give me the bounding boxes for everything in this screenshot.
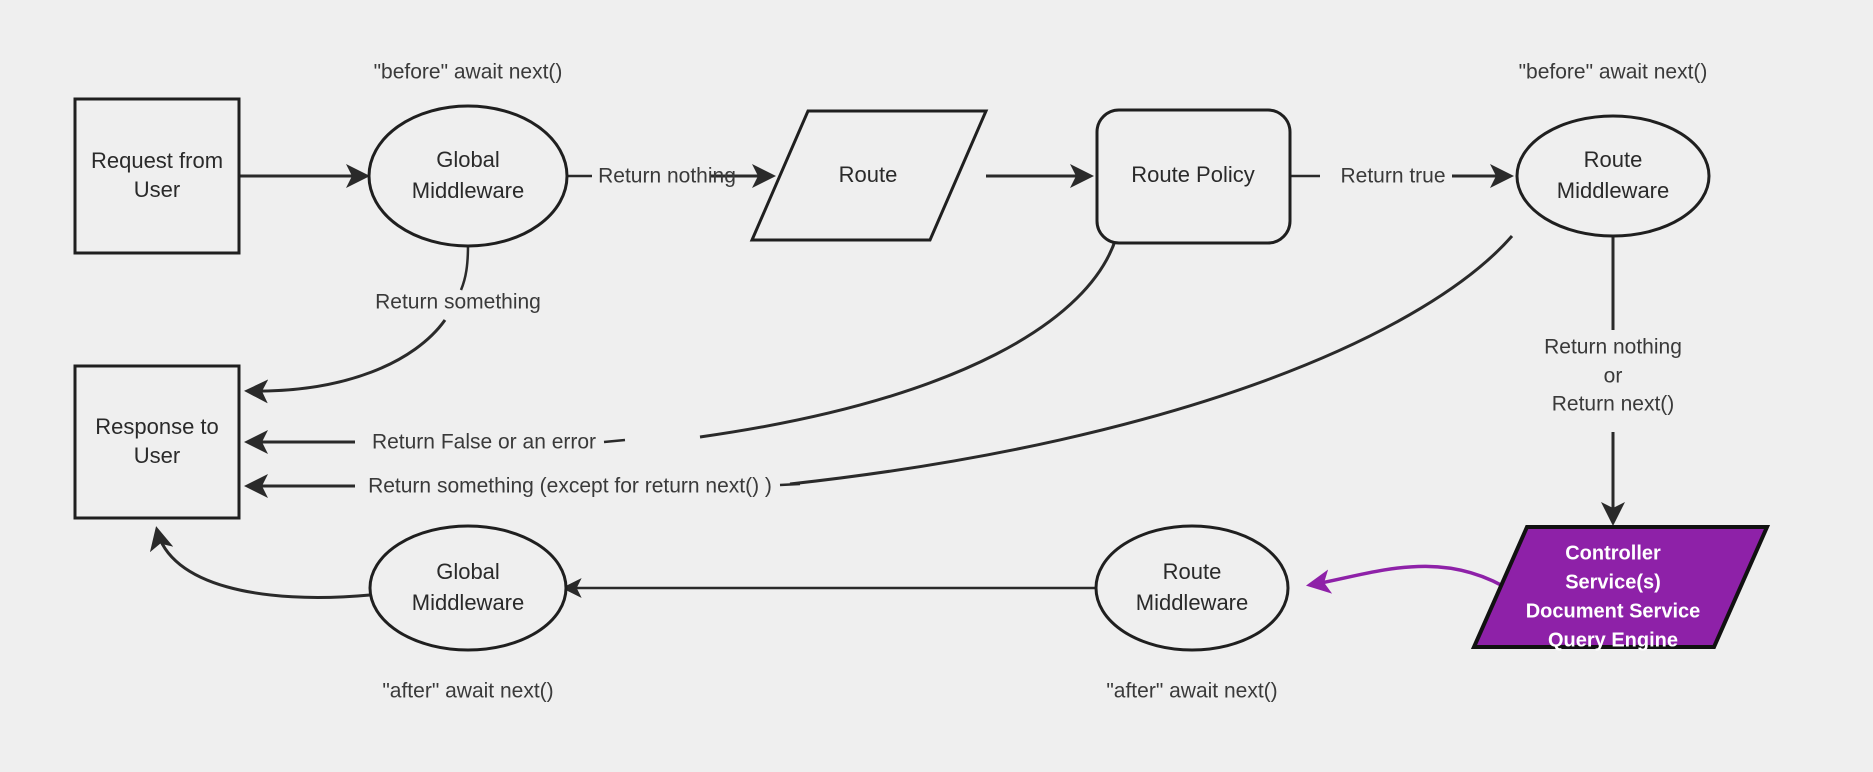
edge-label-return-true: Return true	[1340, 165, 1445, 188]
node-route-middleware-bottom[interactable]: Route Middleware	[1094, 524, 1290, 652]
node-shape-rect	[73, 364, 241, 520]
node-shape-parallelogram-purple	[1470, 525, 1771, 649]
node-shape-ellipse	[368, 524, 568, 652]
edge-route-middleware-to-response: Return something (except for return next…	[244, 235, 1514, 498]
node-label-line2: Middleware	[1557, 178, 1670, 203]
edge-global-middleware-bottom-to-response	[149, 526, 371, 599]
node-shape-rect	[73, 97, 241, 255]
node-shape-parallelogram	[749, 109, 989, 242]
edge-line	[789, 235, 1514, 486]
node-label-line1: Request from	[91, 148, 223, 173]
caption-before-route-middleware: "before" await next()	[1519, 61, 1708, 84]
node-label-line2: Middleware	[412, 178, 525, 203]
edge-line	[699, 237, 1118, 439]
node-shape-rounded-rect	[1095, 108, 1292, 245]
edge-route-policy-to-route-middleware: Return true	[1290, 164, 1514, 188]
edge-line	[459, 244, 470, 291]
edge-label-return-false-or-error: Return False or an error	[372, 431, 596, 454]
node-label-line2: Service(s)	[1565, 571, 1661, 593]
edge-route-middleware-to-controller: Return nothing or Return next()	[1544, 236, 1682, 526]
node-global-middleware-bottom[interactable]: Global Middleware	[368, 524, 568, 652]
caption-before-global-middleware: "before" await next()	[374, 61, 563, 84]
node-response-to-user[interactable]: Response to User	[73, 364, 241, 520]
node-label-line1: Global	[436, 559, 500, 584]
edge-label-return-something-except: Return something (except for return next…	[368, 475, 772, 498]
edge-label-return-next: Return next()	[1552, 393, 1675, 416]
caption-after-route-middleware: "after" await next()	[1106, 680, 1277, 703]
caption-after-global-middleware: "after" await next()	[382, 680, 553, 703]
node-label-line1: Response to	[95, 414, 219, 439]
node-label-line2: User	[134, 177, 180, 202]
node-label-line1: Controller	[1565, 542, 1661, 564]
node-route-middleware-top[interactable]: Route Middleware	[1515, 114, 1711, 238]
edge-route-policy-to-response: Return False or an error	[244, 237, 1118, 454]
node-global-middleware-top[interactable]: Global Middleware	[367, 104, 569, 248]
node-label-line2: User	[134, 443, 180, 468]
node-label-line1: Route	[1584, 147, 1643, 172]
node-label-line1: Route	[1163, 559, 1222, 584]
edge-line	[149, 526, 371, 599]
node-shape-ellipse	[1094, 524, 1290, 652]
edge-label-return-nothing: Return nothing	[598, 165, 736, 188]
edge-line	[244, 319, 447, 404]
edge-global-middleware-to-response: Return something	[244, 244, 541, 404]
edge-label-return-nothing-1: Return nothing	[1544, 336, 1682, 359]
node-label-line1: Global	[436, 147, 500, 172]
node-request-from-user[interactable]: Request from User	[73, 97, 241, 255]
node-label-line1: Route Policy	[1131, 162, 1255, 187]
edge-controller-to-route-middleware-bottom	[1305, 564, 1514, 594]
node-shape-ellipse	[367, 104, 569, 248]
node-label-line1: Route	[839, 162, 898, 187]
node-label-line3: Document Service	[1526, 600, 1701, 622]
edge-label-or: or	[1604, 365, 1623, 388]
node-label-line2: Middleware	[412, 590, 525, 615]
node-controller-services[interactable]: Controller Service(s) Document Service Q…	[1470, 525, 1771, 651]
node-label-line2: Middleware	[1136, 590, 1249, 615]
node-route[interactable]: Route	[749, 109, 989, 242]
node-label-line4: Query Engine	[1548, 629, 1678, 651]
edge-label-return-something: Return something	[375, 291, 541, 314]
node-shape-ellipse	[1515, 114, 1711, 238]
edge-line	[779, 482, 801, 487]
edge-line-purple	[1305, 564, 1514, 594]
edge-line	[603, 438, 626, 444]
node-route-policy[interactable]: Route Policy	[1095, 108, 1292, 245]
edge-global-middleware-to-route: Return nothing	[566, 164, 776, 188]
